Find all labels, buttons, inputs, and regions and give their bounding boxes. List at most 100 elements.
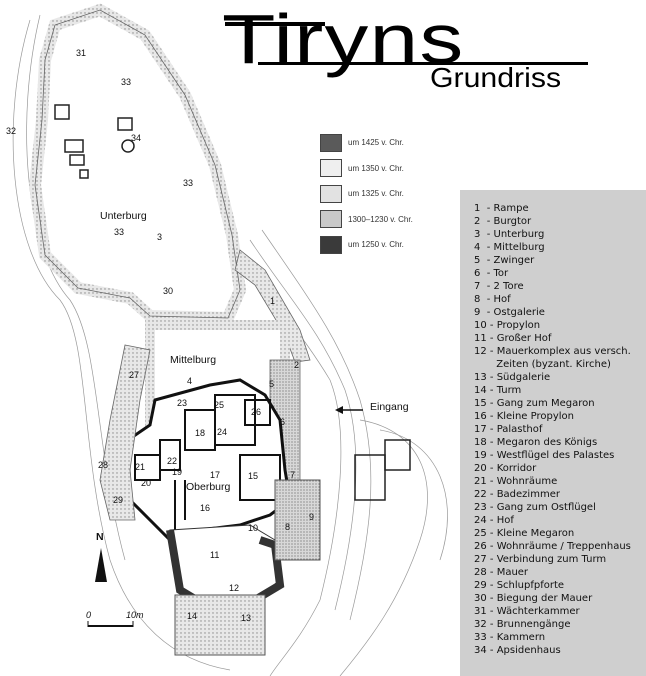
key-item: 23 - Gang zum Ostflügel (474, 502, 596, 513)
legend-label: 1300–1230 v. Chr. (348, 214, 413, 224)
key-item: 30 - Biegung der Mauer (474, 593, 593, 604)
plan-number: 29 (113, 495, 123, 505)
key-item: 17 - Palasthof (474, 424, 543, 435)
plan-number: 9 (309, 512, 314, 522)
legend-label: um 1250 v. Chr. (348, 240, 404, 250)
plan-number: 12 (229, 583, 239, 593)
entrance-arrow (335, 406, 363, 414)
key-item: 25 - Kleine Megaron (474, 528, 575, 539)
key-item: 3 - Unterburg (474, 229, 545, 240)
plan-number: 19 (172, 467, 182, 477)
key-item: 26 - Wohnräume / Treppenhaus (474, 541, 631, 552)
plan-number: 14 (187, 611, 197, 621)
key-item: 29 - Schlupfpforte (474, 580, 565, 591)
period-legend: um 1425 v. Chr. um 1350 v. Chr. um 1325 … (320, 130, 413, 258)
label-oberburg: Oberburg (186, 481, 231, 493)
key-item: 28 - Mauer (474, 567, 529, 578)
key-item: 9 - Ostgalerie (474, 307, 545, 318)
palace-rooms (134, 394, 281, 530)
legend-swatch (320, 235, 342, 254)
plan-number: 3 (157, 232, 162, 242)
key-item: 18 - Megaron des Königs (474, 437, 598, 448)
north-arrow-icon (95, 548, 107, 582)
page-subtitle: Grundriss (430, 62, 562, 93)
key-item: 27 - Verbindung zum Turm (474, 554, 607, 565)
key-item: Zeiten (byzant. Kirche) (474, 359, 611, 370)
plan-number: 33 (183, 178, 193, 188)
plan-number: 6 (280, 417, 285, 427)
scale-bar (87, 621, 134, 627)
plan-number: 20 (141, 478, 151, 488)
plan-number: 21 (135, 462, 145, 472)
plan-number: 30 (163, 286, 173, 296)
plan-number: 7 (290, 470, 295, 480)
key-item: 21 - Wohnräume (474, 476, 558, 487)
key-item: 12 - Mauerkomplex aus versch. (474, 346, 631, 357)
legend-swatch (320, 159, 342, 178)
key-list: 1 - Rampe 2 - Burgtor 3 - Unterburg 4 - Mit… (460, 190, 646, 657)
plan-number: 22 (167, 456, 177, 466)
plan-number: 17 (210, 470, 220, 480)
key-item: 16 - Kleine Propylon (474, 411, 574, 422)
key-item: 1 - Rampe (474, 203, 529, 214)
label-unterburg: Unterburg (100, 210, 147, 222)
plan-number: 31 (76, 48, 86, 58)
key-item: 13 - Südgalerie (474, 372, 551, 383)
key-panel: 1 - Rampe 2 - Burgtor 3 - Unterburg 4 - Mit… (460, 190, 646, 676)
plan-number: 27 (129, 370, 139, 380)
title-rule-top (225, 22, 325, 26)
title-rule (258, 62, 588, 65)
key-item: 4 - Mittelburg (474, 242, 545, 253)
key-item: 32 - Brunnengänge (474, 619, 571, 630)
legend-item: 1300–1230 v. Chr. (320, 207, 413, 233)
west-wall (99, 344, 151, 521)
scale-zero: 0 (86, 610, 91, 620)
plan-number: 11 (210, 550, 219, 560)
key-item: 8 - Hof (474, 294, 511, 305)
plan-number: 28 (98, 460, 108, 470)
key-item: 19 - Westflügel des Palastes (474, 450, 615, 461)
key-item: 31 - Wächterkammer (474, 606, 580, 617)
plan-number: 18 (195, 428, 205, 438)
legend-item: um 1425 v. Chr. (320, 130, 413, 156)
scale-end: 10m (126, 610, 144, 620)
key-item: 6 - Tor (474, 268, 509, 279)
unterburg-buildings (54, 104, 135, 179)
key-item: 10 - Propylon (474, 320, 541, 331)
plan-number: 32 (6, 126, 16, 136)
legend-item: um 1250 v. Chr. (320, 232, 413, 258)
key-item: 22 - Badezimmer (474, 489, 560, 500)
key-item: 24 - Hof (474, 515, 514, 526)
legend-item: um 1325 v. Chr. (320, 181, 413, 207)
plan-number: 23 (177, 398, 187, 408)
key-item: 5 - Zwinger (474, 255, 535, 266)
key-item: 11 - Großer Hof (474, 333, 552, 344)
plan-number: 5 (269, 379, 274, 389)
plan-number: 2 (294, 360, 299, 370)
plan-number: 4 (187, 376, 192, 386)
plan-number: 10 (248, 523, 258, 533)
plan-number: 34 (131, 133, 141, 143)
plan-number: 24 (217, 427, 227, 437)
key-item: 7 - 2 Tore (474, 281, 524, 292)
label-mittelburg: Mittelburg (170, 354, 216, 366)
legend-item: um 1350 v. Chr. (320, 156, 413, 182)
plan-number: 33 (114, 227, 124, 237)
key-item: 20 - Korridor (474, 463, 537, 474)
unterburg-wall (28, 3, 247, 325)
key-item: 33 - Kammern (474, 632, 546, 643)
plan-number: 26 (251, 407, 261, 417)
plan-number: 8 (285, 522, 290, 532)
key-item: 15 - Gang zum Megaron (474, 398, 595, 409)
gate-building (354, 439, 411, 501)
key-item: 34 - Apsidenhaus (474, 645, 561, 656)
legend-label: um 1325 v. Chr. (348, 189, 404, 199)
label-eingang: Eingang (370, 401, 409, 413)
legend-label: um 1425 v. Chr. (348, 138, 404, 148)
key-item: 2 - Burgtor (474, 216, 532, 227)
legend-label: um 1350 v. Chr. (348, 163, 404, 173)
key-item: 14 - Turm (474, 385, 522, 396)
plan-number: 16 (200, 503, 210, 513)
legend-swatch (320, 133, 342, 152)
north-label: N (96, 531, 104, 543)
